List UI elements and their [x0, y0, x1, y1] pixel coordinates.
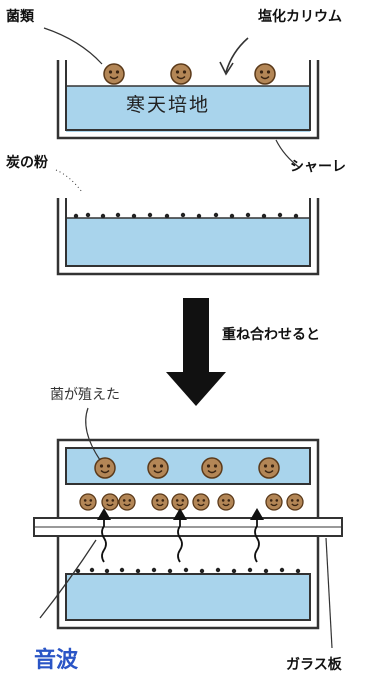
arrow-head: [173, 508, 187, 520]
label-charcoal-powder: 炭の粉: [6, 155, 48, 171]
bacteria-pointer: [43, 27, 103, 65]
petri-dish-charcoal: [56, 198, 320, 276]
bacteria-colony: [147, 457, 169, 479]
arrow-head: [250, 508, 264, 520]
bacteria-colony: [118, 493, 136, 511]
bacteria-colony: [79, 493, 97, 511]
bacteria-colony: [101, 493, 119, 511]
bacteria-colony: [103, 63, 125, 85]
bacteria-colony: [286, 493, 304, 511]
label-bacteria: 菌類: [6, 9, 34, 25]
grew-pointer: [85, 407, 101, 461]
bacteria-colony: [258, 457, 280, 479]
label-when-stacked: 重ね合わせると: [222, 327, 320, 343]
charcoal-particles-lower: [75, 567, 301, 574]
bacteria-colony: [201, 457, 223, 479]
petri-dish-pointer: [275, 139, 301, 169]
bacteria-colony: [254, 63, 276, 85]
label-potassium-chloride: 塩化カリウム: [258, 9, 342, 25]
petri-dish-agar: [56, 60, 320, 140]
potassium-chloride-arrow: [225, 37, 249, 73]
label-ultrasound: 音波: [34, 648, 79, 673]
bacteria-colony: [217, 493, 235, 511]
label-bacteria-grew: 菌が殖えた: [50, 387, 120, 403]
label-glass-plate: ガラス板: [286, 657, 342, 673]
down-arrow-icon: [166, 298, 226, 406]
arrow-head: [97, 508, 111, 520]
bacteria-colony: [151, 493, 169, 511]
bacteria-colony: [94, 457, 116, 479]
bacteria-colonies-top: [103, 63, 276, 85]
charcoal-pointer: [55, 169, 83, 193]
bacteria-colony: [171, 493, 189, 511]
bacteria-colony: [265, 493, 283, 511]
upward-arrow-icon: [101, 516, 260, 563]
label-petri-dish: シャーレ: [290, 159, 346, 175]
bacteria-colony: [170, 63, 192, 85]
charcoal-particles: [73, 212, 299, 219]
bacteria-colony: [192, 493, 210, 511]
label-agar-medium: 寒天培地: [126, 94, 211, 116]
glass-plate: [33, 517, 343, 537]
glass-pointer: [325, 537, 333, 649]
ultrasound-pointer: [39, 539, 97, 619]
